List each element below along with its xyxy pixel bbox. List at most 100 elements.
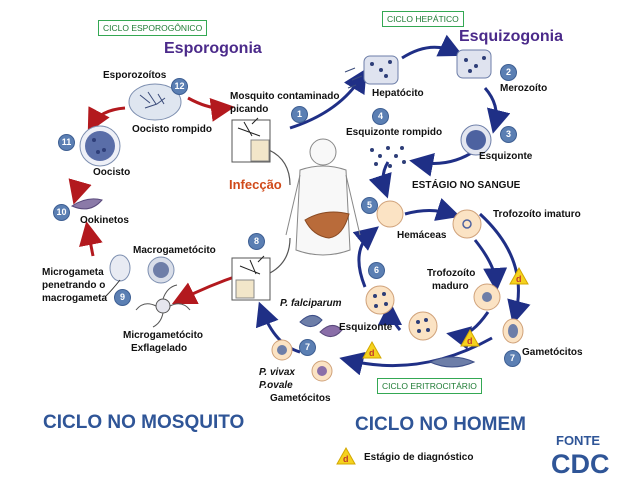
label-mature-troph-1: Trofozoíto xyxy=(427,268,476,279)
label-ookinete: Ookinetos xyxy=(80,215,129,226)
mosquito-cycle-heading: CICLO NO MOSQUITO xyxy=(43,412,245,433)
liver-illustration xyxy=(304,211,350,239)
gametocyte-banana-illustration xyxy=(428,356,476,368)
label-merozoite: Merozoíto xyxy=(500,83,548,94)
source-name: CDC xyxy=(551,449,610,479)
arrow-11-to-10 xyxy=(68,178,92,205)
arrow-red-cells-to-troph xyxy=(404,198,461,221)
step-3-badge: 3 xyxy=(500,126,517,143)
step-6-badge: 6 xyxy=(368,262,385,279)
label-gametocytes-right: Gametócitos xyxy=(522,347,583,358)
schizont-ruptured-blood-illustration xyxy=(365,285,395,315)
label-mosquito-2: picando xyxy=(230,104,269,115)
arrow-troph-to-mature xyxy=(473,239,508,292)
blood-schizont-illustration xyxy=(408,311,438,341)
arrow-6-to-red-cells xyxy=(352,226,379,288)
label-schizont-ruptured: Esquizonte rompido xyxy=(346,127,443,138)
label-microgamete-2: penetrando o xyxy=(42,280,106,291)
label-p-vivax: P. vivax xyxy=(259,367,295,378)
label-diagnostic-stage: Estágio de diagnóstico xyxy=(364,452,474,463)
label-blood-stage: ESTÁGIO NO SANGUE xyxy=(412,180,521,191)
step-7-right-badge: 7 xyxy=(504,350,521,367)
arrow-troph-to-gametocytes xyxy=(478,212,531,325)
diag-mark-2: d xyxy=(467,336,473,346)
diagnostic-triangle-2 xyxy=(460,328,480,347)
hepatocyte-illustration xyxy=(363,55,399,85)
label-mosquito-1: Mosquito contaminado xyxy=(230,91,340,102)
label-oocyst: Oocisto xyxy=(93,167,131,178)
arrow-12-to-11 xyxy=(87,106,126,133)
label-red-cells: Hemáceas xyxy=(397,230,447,241)
sporogonic-cycle-box: CICLO ESPOROGÔNICO xyxy=(98,20,208,36)
mature-troph-illustration xyxy=(473,283,501,311)
label-schizont-liver: Esquizonte xyxy=(479,151,533,162)
label-infection: Infecção xyxy=(229,177,282,192)
arrow-schizont-inner xyxy=(378,301,403,331)
diagnostic-triangle-1 xyxy=(509,266,529,285)
label-p-falciparum: P. falciparum xyxy=(280,298,342,309)
step-5-badge: 5 xyxy=(361,197,378,214)
label-schizont-blood: Esquizonte xyxy=(339,322,393,333)
microgamete-illustration xyxy=(105,254,131,297)
label-microgamete-1: Microgameta xyxy=(42,267,104,278)
step-1-badge: 1 xyxy=(291,106,308,123)
step-10-badge: 10 xyxy=(53,204,70,221)
label-gametocytes-left: Gametócitos xyxy=(270,393,331,404)
falciparum-gametocyte-1 xyxy=(299,315,323,327)
erythrocytic-cycle-box: CICLO ERITROCITÁRIO xyxy=(377,378,482,394)
label-mature-troph-2: maduro xyxy=(432,281,469,292)
hepatic-cycle-box: CICLO HEPÁTICO xyxy=(382,11,464,27)
arrow-hepatocyte-to-merozoite xyxy=(401,34,464,60)
label-microgametocyte-2: Exflagelado xyxy=(131,343,188,354)
liver-schizont-illustration xyxy=(460,124,492,156)
diagnostic-triangle-3 xyxy=(362,340,382,359)
step-8-badge: 8 xyxy=(248,233,265,250)
ruptured-schizont-illustration xyxy=(370,146,406,168)
red-cell-illustration xyxy=(376,200,404,228)
mosquito-biting-panel-bottom xyxy=(231,255,271,301)
gametocyte-right-illustration xyxy=(502,318,524,344)
diagnostic-legend-triangle xyxy=(336,446,356,465)
label-immature-troph: Trofozoíto imaturo xyxy=(493,209,581,220)
step-4-badge: 4 xyxy=(372,108,389,125)
label-oocyst-ruptured: Oocisto rompido xyxy=(132,124,212,135)
label-hepatocyte: Hepatócito xyxy=(372,88,424,99)
label-microgametocyte-1: Microgametócito xyxy=(123,330,204,341)
oocyst-ruptured-illustration xyxy=(128,83,182,121)
arrow-7-to-8 xyxy=(255,301,301,354)
falciparum-gametocyte-2 xyxy=(319,325,343,337)
step-9-badge: 9 xyxy=(114,289,131,306)
source-label: FONTE xyxy=(556,433,601,448)
step-12-badge: 12 xyxy=(171,78,188,95)
human-cycle-heading: CICLO NO HOMEM xyxy=(355,414,526,435)
arrow-2-to-3 xyxy=(483,87,511,134)
label-p-ovale: P.ovale xyxy=(259,380,293,391)
sporogony-title: Esporogonia xyxy=(164,40,262,57)
immature-troph-illustration xyxy=(452,209,482,239)
diag-mark-1: d xyxy=(516,274,522,284)
label-microgamete-3: macrogameta xyxy=(42,293,108,304)
label-macrogametocyte: Macrogametócito xyxy=(133,245,216,256)
oocyst-illustration xyxy=(79,125,121,167)
arrow-12-to-1 xyxy=(187,96,235,122)
human-silhouette xyxy=(285,138,361,256)
step-2-badge: 2 xyxy=(500,64,517,81)
macrogametocyte-illustration xyxy=(147,256,175,284)
gametocyte-line xyxy=(269,237,291,274)
microgametocyte-illustration xyxy=(135,284,191,328)
infection-line xyxy=(268,149,291,186)
sporozoites-worms xyxy=(344,67,363,89)
step-11-badge: 11 xyxy=(58,134,75,151)
diag-mark-legend: d xyxy=(343,454,349,464)
step-7-left-badge: 7 xyxy=(299,339,316,356)
merozoite-liver-illustration xyxy=(456,49,492,79)
arrow-4-to-5 xyxy=(368,161,392,199)
arrow-1-to-hepatocyte xyxy=(289,68,367,130)
mosquito-biting-panel-top xyxy=(231,117,271,163)
diag-mark-3: d xyxy=(369,348,375,358)
ookinete-illustration xyxy=(70,198,103,210)
arrow-9-to-10 xyxy=(79,221,103,257)
schizogony-title: Esquizogonia xyxy=(459,28,563,45)
